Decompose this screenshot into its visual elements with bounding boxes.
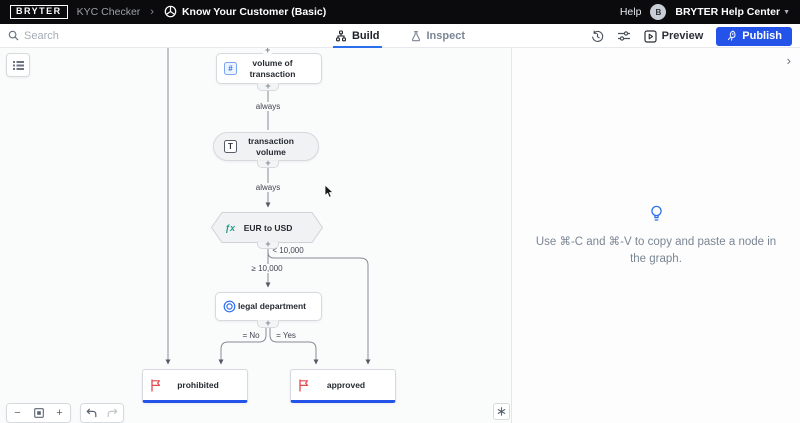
active-tab-underline [332,46,382,48]
preview-play-icon [644,29,657,43]
settings-button[interactable] [617,30,631,42]
node-volume-of-transaction[interactable]: # volume of transaction [216,53,322,84]
publish-button[interactable]: Publish [716,26,792,46]
undo-button[interactable] [81,404,102,422]
graph-canvas[interactable]: + # volume of transaction + always T tra… [0,45,511,423]
panel-collapse-chevron[interactable]: › [786,53,791,68]
flag-icon [299,378,309,392]
edge-condition-label[interactable]: = Yes [273,331,299,340]
fit-view-icon [33,408,44,418]
search-box[interactable] [8,29,238,42]
fit-view-button[interactable] [28,404,49,422]
node-label: legal department [237,301,307,312]
bryter-logo[interactable]: BRYTER [10,4,68,20]
module-title-label: Know Your Customer (Basic) [181,5,327,18]
mouse-cursor [324,184,334,198]
function-fx-icon: ƒx [225,222,236,233]
flag-icon [151,378,161,392]
add-branch-button[interactable]: + [257,82,279,91]
history-controls [80,403,124,423]
value-node-icon: T [224,140,237,153]
history-icon [591,30,603,42]
detail-panel: › Use ⌘-C and ⌘-V to copy and paste a no… [511,48,800,423]
copy-paste-hint: Use ⌘-C and ⌘-V to copy and paste a node… [535,236,777,266]
node-label: volume of transaction [249,58,296,79]
sliders-icon [617,31,630,41]
tab-build[interactable]: Build [332,24,382,48]
redo-button[interactable] [102,404,123,422]
avatar[interactable]: B [650,4,667,20]
zoom-out-button[interactable]: − [7,404,28,422]
module-wheel-icon [164,6,177,18]
zoom-controls: − + [6,403,71,423]
node-label: approved [326,379,366,390]
chevron-down-icon: ▼ [783,8,790,16]
account-menu[interactable]: BRYTER Help Center ▼ [675,6,790,18]
list-icon [12,60,24,70]
add-branch-button[interactable]: + [257,159,279,168]
module-title: Know Your Customer (Basic) [164,5,326,18]
tab-inspect-label: Inspect [426,30,466,42]
version-history-button[interactable] [591,30,604,43]
preview-label: Preview [661,30,704,42]
publish-label: Publish [742,29,782,42]
search-input[interactable] [24,29,214,42]
help-link[interactable]: Help [619,6,642,18]
node-eur-to-usd[interactable]: ƒx EUR to USD [210,212,324,243]
mode-tabs: Build Inspect [332,24,465,48]
edge-condition-label[interactable]: ≥ 10,000 [248,264,286,273]
keyboard-shortcuts-button[interactable] [493,403,510,420]
node-transaction-volume[interactable]: T transaction volume [213,132,319,161]
edge-condition-label[interactable]: always [252,102,284,111]
editor-toolbar: Build Inspect [0,24,800,48]
add-branch-button[interactable]: + [257,319,279,328]
number-input-icon: # [224,62,237,75]
breadcrumb-separator: › [150,5,154,18]
inspect-flask-icon [411,30,420,42]
tab-inspect[interactable]: Inspect [409,24,465,48]
search-icon [8,30,19,41]
zoom-in-button[interactable]: + [49,404,70,422]
edge-condition-label[interactable]: = No [239,331,263,340]
node-label: prohibited [177,379,219,390]
node-approved[interactable]: approved [290,369,396,403]
redo-icon [107,408,118,418]
lightbulb-icon [650,205,662,221]
add-branch-button[interactable]: + [257,240,279,249]
node-label: EUR to USD [243,222,293,233]
asterisk-icon [497,407,506,416]
tab-build-label: Build [351,30,380,42]
preview-button[interactable]: Preview [644,29,704,43]
node-list-button[interactable] [6,53,30,77]
account-name: BRYTER Help Center [675,6,781,18]
node-legal-department[interactable]: legal department [215,292,322,321]
bullseye-icon [223,300,236,313]
undo-icon [86,408,97,418]
rocket-icon [728,30,736,41]
node-label: transaction volume [248,136,294,157]
edge-condition-label[interactable]: < 10,000 [269,246,307,255]
edge-condition-label[interactable]: always [252,183,284,192]
breadcrumb-workspace[interactable]: KYC Checker [76,5,141,18]
top-bar: BRYTER KYC Checker › Know Your Customer … [0,0,800,24]
hexagon-shape [210,212,324,243]
node-prohibited[interactable]: prohibited [142,369,248,403]
build-graph-icon [336,30,346,42]
